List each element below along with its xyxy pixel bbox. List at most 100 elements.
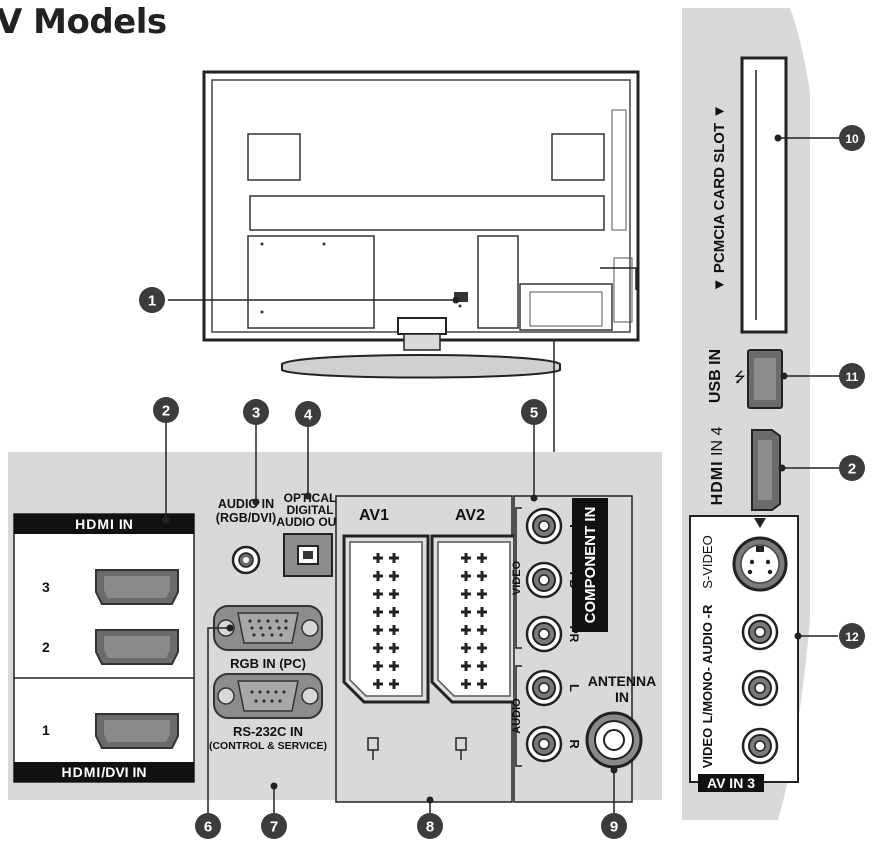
callout-2-side: 2 [839, 455, 865, 481]
callout-2-label: 2 [162, 403, 170, 420]
hdmi-port-number-1: 1 [42, 722, 50, 738]
callout-12: 12 [839, 623, 865, 649]
av3-audio-label: L/MONO- AUDIO -R [700, 604, 715, 723]
callout-6: 6 [195, 813, 221, 839]
svideo-marker-icon [754, 518, 766, 528]
component-audio-r-port[interactable] [525, 725, 563, 763]
component-pb-label: PB [567, 572, 581, 589]
component-r-label: R [567, 739, 582, 749]
callout-10-label: 10 [845, 132, 859, 146]
rgb-in-label: RGB IN (PC) [230, 656, 306, 671]
av3-video-port[interactable] [741, 727, 779, 765]
tv-rail [249, 195, 605, 231]
component-l-label: L [567, 684, 582, 692]
callout-7-label: 7 [270, 819, 278, 836]
component-pr-port[interactable] [525, 615, 563, 653]
antenna-label: ANTENNA [588, 673, 656, 689]
stand-neck [397, 317, 447, 335]
svideo-label: S-VIDEO [700, 535, 715, 588]
power-module [247, 235, 375, 329]
callout-12-label: 12 [845, 630, 859, 644]
hdmi-in-4-brand: HDMI [709, 460, 726, 505]
back-terminal-area [519, 283, 613, 331]
usb-icon: ⭍ [734, 369, 746, 385]
scart-ground-icons [367, 737, 467, 760]
pcmcia-card-slot[interactable] [740, 56, 788, 334]
antenna-sub-label: IN [615, 689, 629, 705]
av1-scart-port[interactable] [344, 536, 428, 702]
callout-badges: 1 2 3 4 5 6 7 8 9 10 11 2 12 [139, 125, 865, 839]
pcmcia-label: ▼ PCMCIA CARD SLOT ▼ [711, 104, 728, 292]
component-in-header [572, 498, 608, 632]
av2-scart-port[interactable] [432, 536, 516, 702]
av-in-3-badge [698, 774, 764, 792]
callout-6-label: 6 [204, 819, 212, 836]
tv-body-outline [202, 70, 640, 342]
callout-7: 7 [261, 813, 287, 839]
audio-in-sub-label: (RGB/DVI) [216, 511, 276, 525]
svg-text:HDMI IN: HDMI IN [75, 516, 133, 532]
callout-9-label: 9 [610, 819, 618, 836]
rs232c-sub-label: (CONTROL & SERVICE) [209, 740, 327, 752]
svg-text:HDMI/DVI IN: HDMI/DVI IN [62, 764, 147, 780]
antenna-in-port[interactable] [585, 711, 643, 769]
av3-audio-l-port[interactable] [741, 669, 779, 707]
component-y-label: Y [567, 522, 582, 531]
tv-stand-base [281, 354, 561, 379]
audio-in-jack[interactable] [231, 545, 261, 575]
callout-8-label: 8 [426, 819, 434, 836]
hdmi-in-brand: HDMI [75, 516, 115, 532]
component-in-label: COMPONENT IN [582, 507, 599, 624]
rs232c-label: RS-232C IN [233, 724, 303, 739]
component-audio-l-port[interactable] [525, 669, 563, 707]
callout-2: 2 [153, 397, 179, 423]
hdmi-in-label: IN [119, 516, 133, 532]
audio-in-label: AUDIO IN [218, 497, 274, 511]
callout-9: 9 [601, 813, 627, 839]
hdmi-dvi-brand: HDMI [62, 764, 102, 780]
callout-11-label: 11 [846, 370, 859, 384]
hdmi-in-header [14, 514, 194, 534]
callout-3-label: 3 [252, 405, 260, 422]
optical-sub-label-1: DIGITAL [286, 503, 333, 517]
av-in-3-label: AV IN 3 [707, 775, 755, 791]
svg-text:HDMI IN 4: HDMI IN 4 [709, 427, 726, 506]
hdmi-in-3-port[interactable] [95, 569, 179, 605]
callout-5: 5 [521, 399, 547, 425]
callout-4: 4 [295, 401, 321, 427]
speaker-right [551, 133, 605, 181]
component-y-port[interactable] [525, 507, 563, 545]
hdmi-dvi-header [14, 762, 194, 782]
optical-audio-out-port[interactable] [283, 533, 333, 577]
hdmi-in-4-label: IN 4 [709, 427, 726, 456]
hdmi-in-1-port[interactable] [95, 713, 179, 749]
usb-label: USB IN [707, 349, 724, 403]
av2-label: AV2 [455, 507, 485, 524]
rs232c-in-port[interactable] [213, 673, 323, 719]
kensington-slot [454, 292, 468, 302]
optical-sub-label-2: AUDIO OUT [276, 515, 344, 529]
callout-2-side-label: 2 [848, 461, 856, 478]
callout-3: 3 [243, 399, 269, 425]
rgb-in-port[interactable] [213, 605, 323, 651]
video-group-label: VIDEO [511, 560, 523, 595]
page-title: V Models [0, 2, 167, 42]
callout-5-label: 5 [530, 405, 538, 422]
callout-10: 10 [839, 125, 865, 151]
audio-group-label: AUDIO [511, 698, 523, 734]
av3-video-label: VIDEO [700, 728, 715, 768]
tv-back-view [202, 70, 640, 379]
callout-11: 11 [839, 363, 865, 389]
callout-8: 8 [417, 813, 443, 839]
component-pr-label: PR [567, 626, 581, 643]
hdmi-port-number-3: 3 [42, 579, 50, 595]
hdmi-port-number-2: 2 [42, 639, 50, 655]
av3-audio-r-port[interactable] [741, 613, 779, 651]
hdmi-in-2-port[interactable] [95, 629, 179, 665]
component-pb-port[interactable] [525, 561, 563, 599]
callout-1-label: 1 [148, 293, 156, 310]
av1-label: AV1 [359, 507, 389, 524]
hdmi-dvi-label: /DVI IN [101, 764, 146, 780]
